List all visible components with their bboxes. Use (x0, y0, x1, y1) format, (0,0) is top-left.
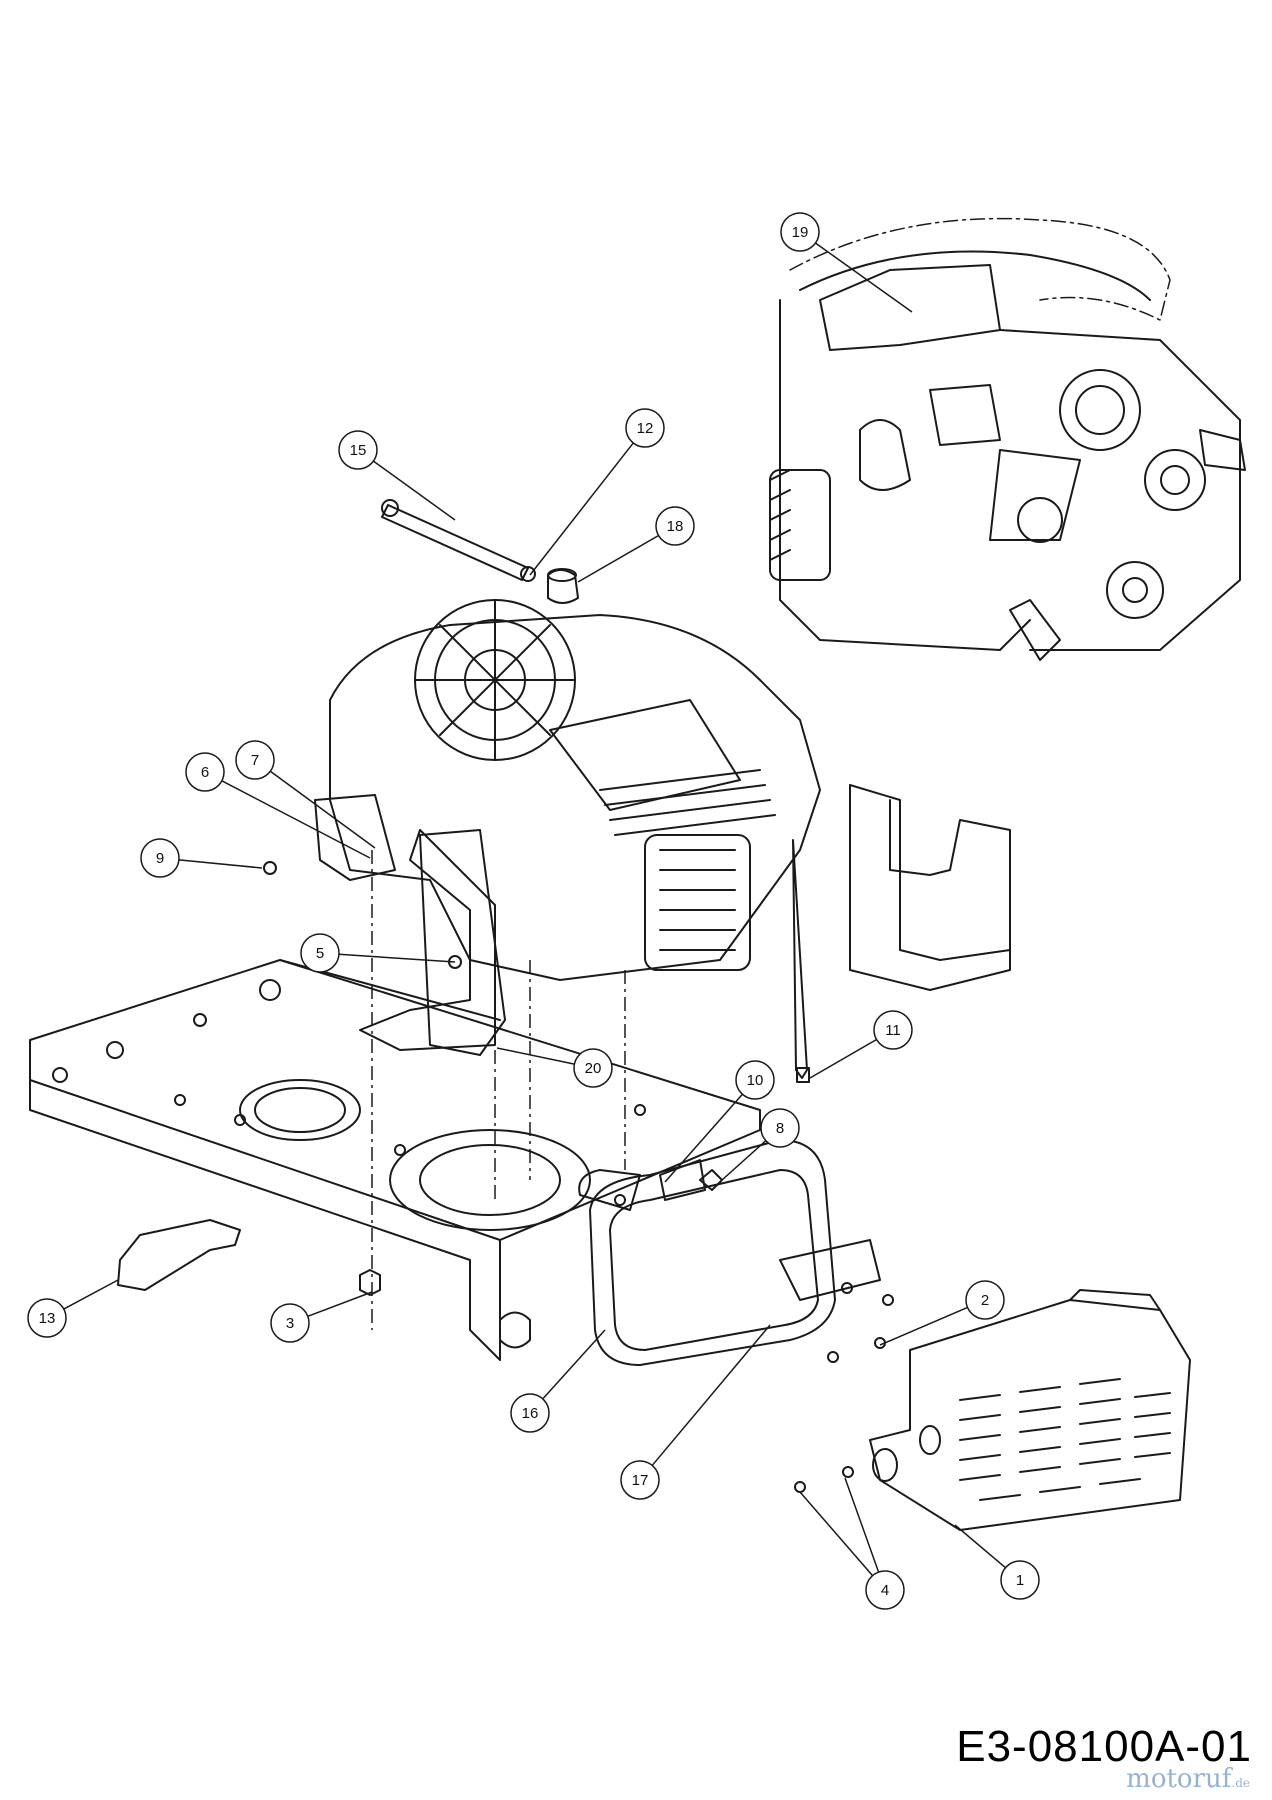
callout-leader-4 (844, 1477, 880, 1573)
callout-label-7: 7 (251, 752, 259, 769)
callout-bubble-20 (573, 1048, 613, 1088)
callout-label-18: 18 (667, 518, 684, 535)
callout-leader-9 (178, 859, 263, 869)
callout-leader-3 (307, 1291, 373, 1317)
chassis-frame (29, 959, 761, 1361)
callout-label-2: 2 (981, 1292, 989, 1309)
callout-label-12: 12 (637, 420, 654, 437)
callout-label-9: 9 (156, 850, 164, 867)
callout-bubble-4 (865, 1570, 905, 1610)
callout-bubble-9 (140, 838, 180, 878)
callout-bubble-6 (185, 752, 225, 792)
callout-leader-7 (269, 770, 376, 849)
callout-bubble-8 (760, 1108, 800, 1148)
callout-label-15: 15 (350, 442, 367, 459)
callout-label-16: 16 (522, 1405, 539, 1422)
callout-label-6: 6 (201, 764, 209, 781)
callout-bubble-11 (873, 1010, 913, 1050)
callout-label-20: 20 (585, 1060, 602, 1077)
muffler-guard (869, 1289, 1191, 1531)
callout-leader-8 (721, 1140, 767, 1181)
spark-plug-wire-cover (117, 1219, 241, 1291)
callout-bubble-12 (625, 408, 665, 448)
callout-bubble-7 (235, 740, 275, 780)
drawing-code: E3-08100A-01 (956, 1722, 1252, 1771)
watermark-logo: motoruf.de (1126, 1764, 1250, 1794)
callout-label-5: 5 (316, 945, 324, 962)
callout-bubble-15 (338, 430, 378, 470)
callout-bubble-18 (655, 506, 695, 546)
callout-leader-13 (63, 1279, 119, 1310)
callout-bubble-19 (780, 212, 820, 252)
callout-leader-19 (815, 242, 913, 313)
callout-label-3: 3 (286, 1315, 294, 1332)
callout-leader-12 (529, 442, 634, 576)
callout-label-19: 19 (792, 224, 809, 241)
muffler (578, 1139, 881, 1366)
cable-tie (792, 839, 810, 1083)
callout-bubble-17 (620, 1460, 660, 1500)
callout-leader-16 (542, 1329, 606, 1400)
callout-label-1: 1 (1016, 1572, 1024, 1589)
callout-bubble-1 (1000, 1560, 1040, 1600)
callout-leader-4 (799, 1491, 874, 1577)
screws-and-bolts (263, 861, 894, 1493)
callout-bubble-2 (965, 1280, 1005, 1320)
heat-shield (849, 784, 1011, 991)
callout-bubble-16 (510, 1393, 550, 1433)
callout-label-10: 10 (747, 1072, 764, 1089)
callout-bubble-3 (270, 1303, 310, 1343)
callout-label-17: 17 (632, 1472, 649, 1489)
callout-label-13: 13 (39, 1310, 56, 1327)
callout-bubble-10 (735, 1060, 775, 1100)
callout-leader-2 (879, 1306, 968, 1346)
callout-leader-10 (664, 1093, 743, 1183)
callout-leader-18 (577, 534, 659, 583)
callout-leader-1 (954, 1524, 1006, 1569)
callout-leader-5 (338, 953, 456, 963)
engine-rear-view (769, 217, 1246, 661)
callout-label-4: 4 (881, 1582, 889, 1599)
dipstick-tube (381, 499, 536, 582)
callout-label-8: 8 (776, 1120, 784, 1137)
callout-leader-6 (221, 780, 371, 859)
callout-leader-20 (496, 1047, 575, 1065)
plug-cap (547, 568, 579, 604)
callout-leader-15 (372, 460, 456, 521)
engine-bracket (359, 829, 496, 1051)
callout-bubble-13 (27, 1298, 67, 1338)
callout-bubble-5 (300, 933, 340, 973)
callout-label-11: 11 (885, 1022, 901, 1039)
callout-leader-17 (651, 1324, 771, 1466)
engine-main-body (314, 599, 821, 1056)
callout-leader-11 (809, 1038, 877, 1079)
assembly-lines (371, 850, 626, 1330)
